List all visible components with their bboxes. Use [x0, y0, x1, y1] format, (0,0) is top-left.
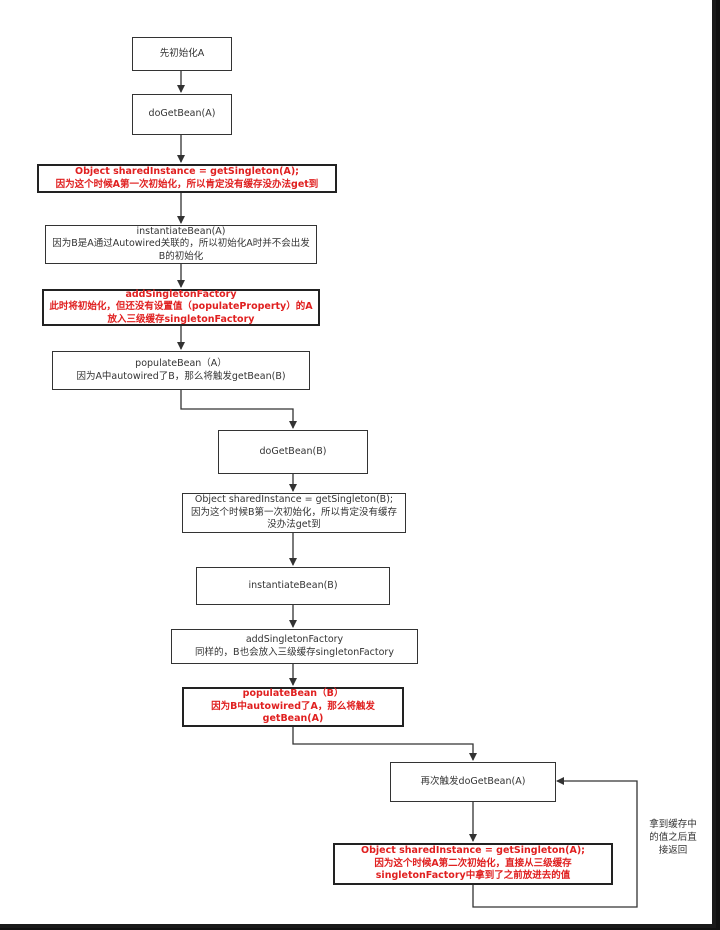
node-text-line: 先初始化A	[159, 47, 205, 59]
node-text-line: Object sharedInstance = getSingleton(A);	[75, 166, 299, 177]
node-doGetBean-a-again: 再次触发doGetBean(A)	[390, 762, 556, 802]
node-text-line: 因为B是A通过Autowired关联的，所以初始化A时并不会出发	[52, 238, 310, 250]
node-doGetBean-a: doGetBean(A)	[132, 94, 232, 135]
node-text-line: doGetBean(B)	[259, 445, 327, 457]
return-note-line: 接返回	[658, 845, 688, 856]
edge-n11-n12	[292, 727, 477, 761]
node-populateBean-a: populateBean（A）因为A中autowired了B，那么将触发getB…	[52, 351, 310, 390]
node-text-line: 因为这个时候B第一次初始化，所以肯定没有缓存	[190, 506, 398, 518]
node-instantiateBean-b: instantiateBean(B)	[196, 567, 390, 605]
node-text-line: 没办法get到	[267, 519, 321, 531]
edge-n6-n7	[180, 390, 297, 429]
node-text-line: populateBean（B）	[242, 688, 344, 700]
node-text-line: B的初始化	[158, 250, 204, 262]
node-text-line: addSingletonFactory	[245, 634, 344, 645]
node-text-line: instantiateBean(A)	[136, 225, 226, 237]
node-text-line: 此时将初始化，但还没有设置值（populateProperty）的A	[49, 301, 313, 313]
node-text-line: addSingletonFactory	[125, 288, 237, 300]
node-instantiateBean-a: instantiateBean(A)因为B是A通过Autowired关联的，所以…	[45, 225, 317, 264]
node-text-line: instantiateBean(B)	[248, 579, 338, 591]
node-text-line: Object sharedInstance = getSingleton(B);	[194, 494, 394, 506]
node-text-line: 因为B中autowired了A，那么将触发	[211, 700, 375, 712]
node-getSingleton-a-cached: Object sharedInstance = getSingleton(A);…	[333, 843, 613, 885]
node-init-a: 先初始化A	[132, 37, 232, 71]
node-doGetBean-b: doGetBean(B)	[218, 430, 368, 474]
edge-n13-return	[472, 777, 638, 908]
node-text-line: 因为这个时候A第二次初始化，直接从三级缓存	[374, 857, 572, 869]
return-note-line: 拿到缓存中	[649, 819, 697, 830]
node-text-line: Object sharedInstance = getSingleton(A);	[361, 845, 585, 857]
node-text-line: 因为这个时候A第一次初始化，所以肯定没有缓存没办法get到	[55, 178, 319, 190]
node-text-line: populateBean（A）	[135, 358, 227, 369]
node-getSingleton-b: Object sharedInstance = getSingleton(B);…	[182, 493, 406, 533]
node-text-line: doGetBean(A)	[148, 108, 216, 120]
node-text-line: 同样的，B也会放入三级缓存singletonFactory	[195, 646, 394, 658]
node-text-line: getBean(A)	[262, 713, 324, 725]
node-text-line: 再次触发doGetBean(A)	[420, 775, 526, 787]
return-note: 拿到缓存中 的值之后直 接返回	[640, 818, 706, 857]
node-text-line: 放入三级缓存singletonFactory	[107, 313, 255, 325]
node-text-line: singletonFactory中拿到了之前放进去的值	[375, 870, 571, 882]
return-note-line: 的值之后直	[649, 832, 697, 843]
node-getSingleton-a: Object sharedInstance = getSingleton(A);…	[37, 164, 337, 193]
node-text-line: 因为A中autowired了B，那么将触发getBean(B)	[76, 370, 286, 382]
